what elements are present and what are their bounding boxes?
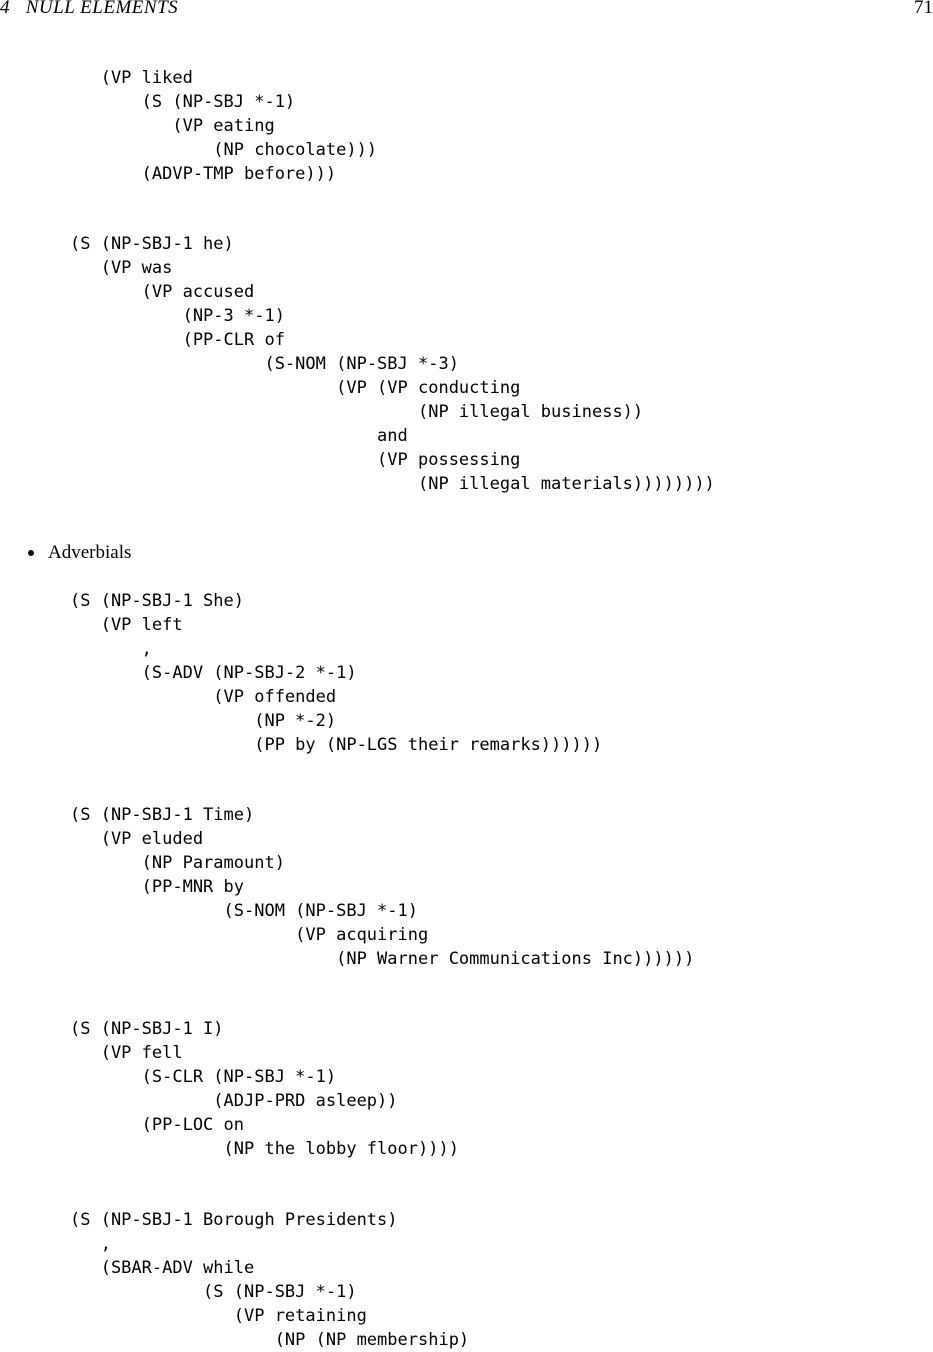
bullet-icon [28, 549, 34, 556]
tree-line: (S-ADV (NP-SBJ-2 *-1) [70, 663, 357, 683]
tree-line: (NP illegal materials)))))))) [70, 474, 715, 494]
tree-line: (VP was [70, 258, 173, 278]
tree-line: (NP (NP membership) [70, 1330, 470, 1350]
tree-line: (S-NOM (NP-SBJ *-3) [70, 354, 459, 374]
parse-tree-left: (S (NP-SBJ-1 She) (VP left , (S-ADV (NP-… [70, 589, 602, 757]
tree-line: (PP by (NP-LGS their remarks)))))) [70, 735, 603, 755]
tree-line: (S-NOM (NP-SBJ *-1) [70, 901, 418, 921]
tree-line: (VP (VP conducting [70, 378, 521, 398]
tree-line: (VP accused [70, 282, 255, 302]
page-number: 71 [914, 0, 933, 18]
parse-tree-borough-presidents: (S (NP-SBJ-1 Borough Presidents) , (SBAR… [70, 1208, 469, 1352]
tree-line: (NP Paramount) [70, 853, 285, 873]
tree-line: (VP offended [70, 687, 337, 707]
tree-line: (S (NP-SBJ *-1) [70, 1282, 357, 1302]
tree-line: (S (NP-SBJ *-1) [70, 92, 296, 112]
bullet-label: Adverbials [48, 542, 132, 563]
tree-line: (NP chocolate))) [70, 140, 378, 160]
parse-tree-liked: (VP liked (S (NP-SBJ *-1) (VP eating (NP… [70, 66, 377, 186]
tree-line: (VP eluded [70, 829, 204, 849]
tree-line: (VP liked [70, 68, 193, 88]
tree-line: (ADJP-PRD asleep)) [70, 1091, 398, 1111]
tree-line: and [70, 426, 408, 446]
tree-line: (ADVP-TMP before))) [70, 164, 337, 184]
running-header-section: 4 NULL ELEMENTS [0, 0, 179, 18]
tree-line: (VP acquiring [70, 925, 429, 945]
tree-line: (S (NP-SBJ-1 I) [70, 1019, 224, 1039]
tree-line: (VP eating [70, 116, 275, 136]
tree-line: (NP-3 *-1) [70, 306, 285, 326]
tree-line: (S-CLR (NP-SBJ *-1) [70, 1067, 337, 1087]
tree-line: , [70, 1234, 111, 1254]
tree-line: (SBAR-ADV while [70, 1258, 255, 1278]
bullet-item-adverbials: Adverbials [28, 541, 131, 565]
parse-tree-eluded: (S (NP-SBJ-1 Time) (VP eluded (NP Paramo… [70, 803, 694, 971]
tree-line: (NP the lobby floor)))) [70, 1139, 459, 1159]
parse-tree-accused: (S (NP-SBJ-1 he) (VP was (VP accused (NP… [70, 232, 715, 496]
tree-line: (VP possessing [70, 450, 521, 470]
tree-line: (PP-CLR of [70, 330, 285, 350]
tree-line: (VP retaining [70, 1306, 367, 1326]
tree-line: (S (NP-SBJ-1 Time) [70, 805, 255, 825]
tree-line: (S (NP-SBJ-1 he) [70, 234, 234, 254]
parse-tree-fell: (S (NP-SBJ-1 I) (VP fell (S-CLR (NP-SBJ … [70, 1017, 459, 1161]
tree-line: (S (NP-SBJ-1 She) [70, 591, 244, 611]
tree-line: , [70, 639, 152, 659]
tree-line: (PP-LOC on [70, 1115, 244, 1135]
tree-line: (NP *-2) [70, 711, 337, 731]
tree-line: (S (NP-SBJ-1 Borough Presidents) [70, 1210, 398, 1230]
tree-line: (VP left [70, 615, 183, 635]
tree-line: (VP fell [70, 1043, 183, 1063]
tree-line: (NP illegal business)) [70, 402, 644, 422]
tree-line: (PP-MNR by [70, 877, 244, 897]
tree-line: (NP Warner Communications Inc)))))) [70, 949, 695, 969]
